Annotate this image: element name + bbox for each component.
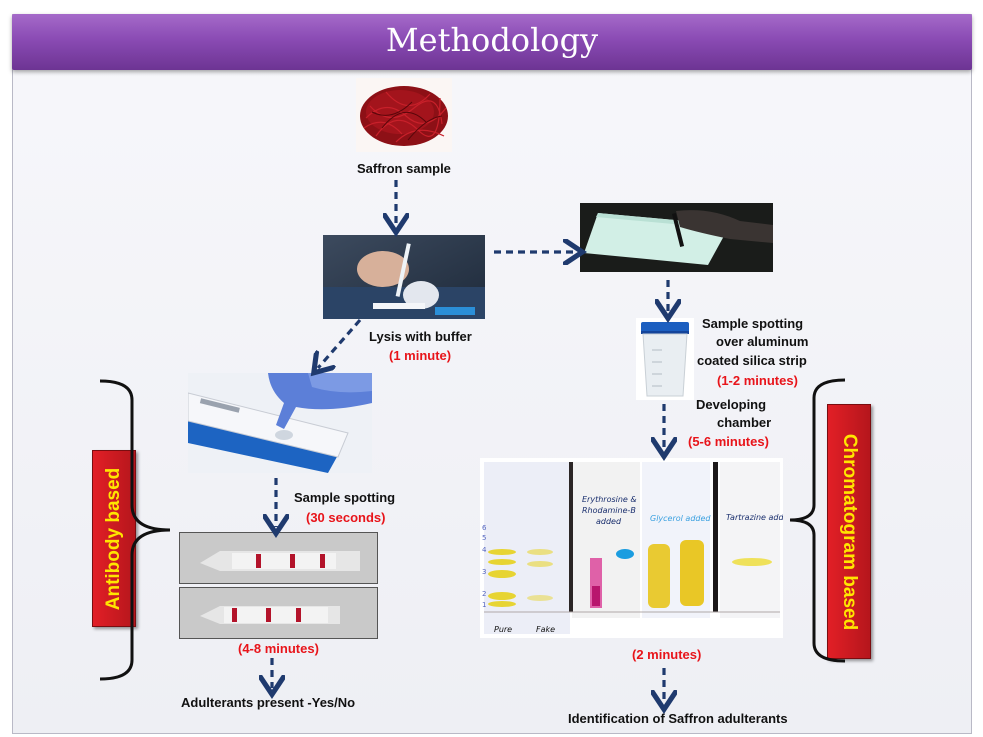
erythrosine-label-1: Erythrosine & xyxy=(582,495,637,504)
test-strip-image-1 xyxy=(179,532,378,584)
page-title: Methodology xyxy=(385,21,599,59)
fake-label: Fake xyxy=(536,625,555,634)
title-bar: Methodology xyxy=(12,14,972,70)
glycerol-label: Glycerol added xyxy=(650,514,711,523)
developing-label-1: Developing xyxy=(696,397,767,412)
antibody-read-time: (4-8 minutes) xyxy=(238,641,319,656)
tlc-tick-3: 3 xyxy=(482,568,486,576)
left-bracket xyxy=(99,379,171,681)
pure-label: Pure xyxy=(494,625,512,634)
chromatogram-based-box: Chromatogram based xyxy=(827,404,871,659)
spotting-strip-time: (1-2 minutes) xyxy=(717,373,798,388)
chroma-result-label: Identification of Saffron adulterants xyxy=(568,711,788,726)
developing-time: (5-6 minutes) xyxy=(688,434,769,449)
erythrosine-label-3: added xyxy=(596,517,622,526)
silica-strip-image xyxy=(580,203,773,272)
arrow-lysis-to-antibody xyxy=(318,318,362,368)
saffron-sample-label: Saffron sample xyxy=(357,161,451,176)
tlc-plate-image: 6 5 4 3 2 1 Erythrosine & Rhodamine-B ad… xyxy=(480,458,783,638)
saffron-image xyxy=(356,78,452,152)
tlc-tick-2: 2 xyxy=(482,590,486,598)
right-bracket xyxy=(789,378,846,663)
antibody-spotting-label: Sample spotting xyxy=(294,490,396,505)
chroma-read-time: (2 minutes) xyxy=(632,647,702,662)
test-strip-image-2 xyxy=(179,587,378,639)
developing-label-2: chamber xyxy=(717,415,772,430)
tlc-tick-5: 5 xyxy=(482,534,486,542)
lysis-label: Lysis with buffer xyxy=(369,329,472,344)
tlc-tick-6: 6 xyxy=(482,524,487,532)
lysis-image xyxy=(323,235,485,319)
antibody-based-box: Antibody based xyxy=(92,450,136,627)
antibody-cassette-image xyxy=(188,373,372,473)
erythrosine-label-2: Rhodamine-B xyxy=(582,506,636,515)
spotting-strip-label-1: Sample spotting xyxy=(702,316,804,331)
tlc-tick-1: 1 xyxy=(482,601,486,609)
sample-cup-image xyxy=(636,318,694,400)
spotting-strip-label-3: coated silica strip xyxy=(697,353,807,368)
tartrazine-label: Tartrazine added xyxy=(726,513,783,522)
tlc-tick-4: 4 xyxy=(482,546,487,554)
antibody-result-label: Adulterants present -Yes/No xyxy=(181,695,356,710)
spotting-strip-label-2: over aluminum xyxy=(716,334,809,349)
lysis-time: (1 minute) xyxy=(389,348,452,363)
antibody-spotting-time: (30 seconds) xyxy=(306,510,386,525)
